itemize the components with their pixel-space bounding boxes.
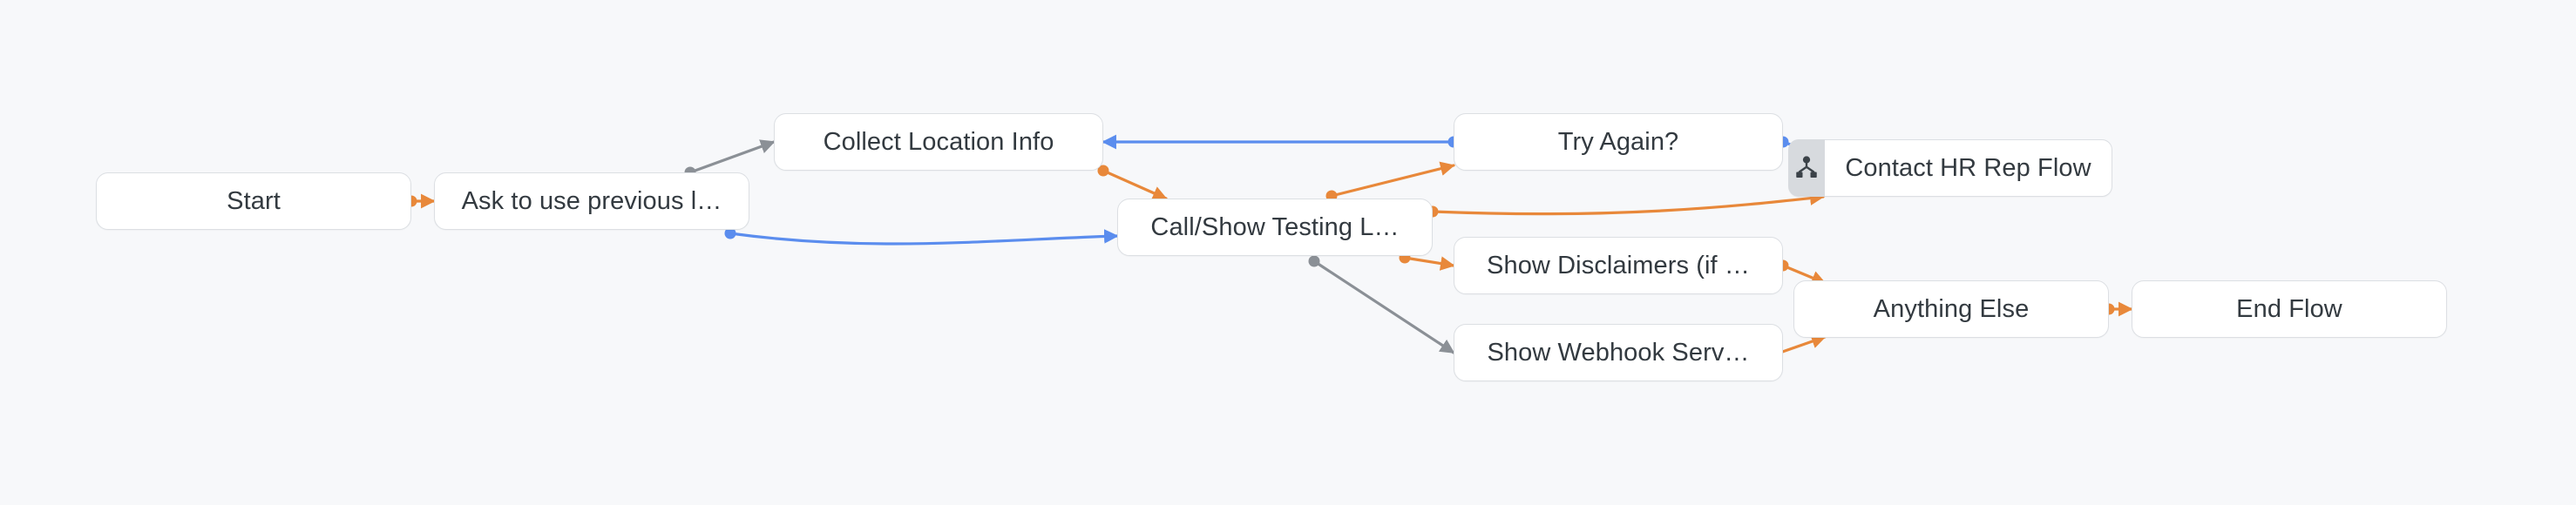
flow-node-webhook[interactable]: Show Webhook Serv… bbox=[1454, 324, 1783, 381]
flow-node-ask_previous[interactable]: Ask to use previous l… bbox=[434, 172, 749, 230]
flow-node-contact_hr[interactable]: Contact HR Rep Flow bbox=[1788, 139, 2112, 197]
edge-call_show-to-contact_hr[interactable] bbox=[1427, 191, 1825, 218]
edge-call_show-to-webhook[interactable] bbox=[1308, 255, 1455, 354]
flow-node-start[interactable]: Start bbox=[96, 172, 411, 230]
flow-node-label: Contact HR Rep Flow bbox=[1845, 153, 2091, 182]
flow-node-label: Try Again? bbox=[1557, 127, 1679, 156]
flow-node-label: Collect Location Info bbox=[823, 127, 1054, 156]
flow-node-call_show[interactable]: Call/Show Testing L… bbox=[1117, 199, 1433, 256]
flow-node-label: Show Disclaimers (if … bbox=[1487, 251, 1750, 279]
flow-node-label: End Flow bbox=[2236, 294, 2342, 323]
flow-node-label: Call/Show Testing L… bbox=[1150, 212, 1400, 241]
edge-ask_previous-to-call_show[interactable] bbox=[724, 227, 1119, 246]
flow-node-anything[interactable]: Anything Else bbox=[1793, 280, 2109, 338]
sitemap-icon bbox=[1796, 156, 1817, 178]
flow-node-label: Anything Else bbox=[1873, 294, 2030, 323]
edge-try_again-to-collect_loc[interactable] bbox=[1102, 134, 1460, 150]
edge-call_show-to-try_again[interactable] bbox=[1325, 161, 1455, 202]
edge-source-handle[interactable] bbox=[1308, 255, 1320, 267]
flow-node-body: Contact HR Rep Flow bbox=[1825, 139, 2112, 197]
flow-node-disclaimers[interactable]: Show Disclaimers (if … bbox=[1454, 237, 1783, 294]
sitemap-icon bbox=[1788, 139, 1825, 197]
flow-node-end_flow[interactable]: End Flow bbox=[2132, 280, 2447, 338]
flow-node-label: Show Webhook Serv… bbox=[1487, 338, 1750, 367]
flow-node-label: Ask to use previous l… bbox=[461, 186, 722, 215]
edge-collect_loc-to-call_show[interactable] bbox=[1097, 165, 1168, 200]
flow-node-try_again[interactable]: Try Again? bbox=[1454, 113, 1783, 171]
flow-node-label: Start bbox=[227, 186, 281, 215]
flow-node-collect_loc[interactable]: Collect Location Info bbox=[774, 113, 1103, 171]
